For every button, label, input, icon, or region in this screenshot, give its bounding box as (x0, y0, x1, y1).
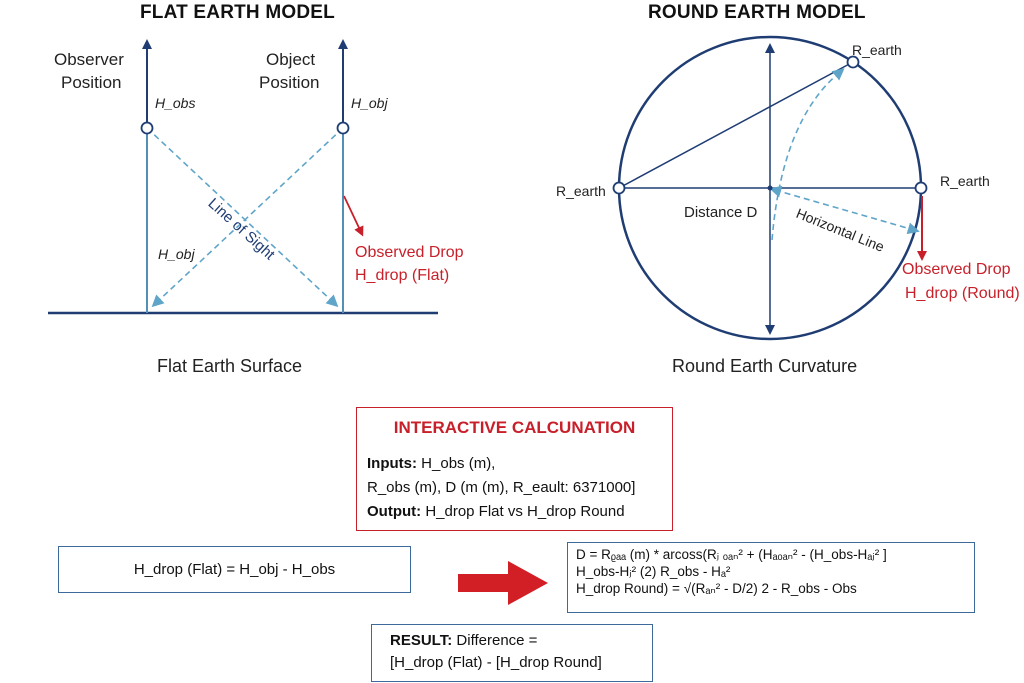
flat-drop-label-2: H_drop (Flat) (355, 267, 450, 284)
horizontal-line-arrow (769, 185, 920, 235)
left-point (612, 181, 626, 195)
h-obj-bottom-label: H_obj (158, 246, 195, 262)
top-point (846, 55, 860, 69)
curved-sight-arrow (771, 68, 845, 241)
round-formula-line-3: H_drop Round) = √(Rₐₙ² - D/2) 2 - R_obs … (576, 581, 857, 596)
flat-model-title: FLAT EARTH MODEL (140, 2, 335, 23)
calculation-title: INTERACTIVE CALCUNATION (393, 418, 636, 437)
output-line: Output: H_drop Flat vs H_drop Round (367, 500, 662, 524)
right-point (914, 181, 928, 195)
object-label-2: Position (259, 73, 320, 92)
round-drop-label-2: H_drop (Round) (905, 285, 1020, 302)
round-formula-box: D = Rᵨₐₐ (m) * arcoss(Rⱼ ₒₐₙ² + (Hₐₒₐₙ² … (567, 542, 975, 613)
sight-line-up (151, 127, 344, 308)
flat-surface-label: Flat Earth Surface (157, 356, 303, 376)
big-red-arrow (458, 561, 548, 605)
round-formula-line-1: D = Rᵨₐₐ (m) * arcoss(Rⱼ ₒₐₙ² + (Hₐₒₐₙ² … (576, 547, 887, 562)
radius-line (618, 61, 854, 189)
observer-label-1: Observer (54, 50, 124, 69)
round-formula-line-2: H_obs-Hⱼ² (2) R_obs - Hₐ² (576, 564, 731, 579)
flat-drop-label-1: Observed Drop (355, 244, 464, 261)
inputs-text-1: H_obs (m), (421, 455, 496, 472)
center-point (767, 185, 773, 191)
h-obj-top-label: H_obj (351, 95, 388, 111)
flat-drop-arrow (343, 195, 364, 237)
round-model-title: ROUND EARTH MODEL (648, 2, 866, 23)
r-earth-left-label: R_earth (556, 183, 606, 199)
flat-formula-box: H_drop (Flat) = H_obj - H_obs (58, 546, 411, 593)
result-line-1: RESULT: Difference = (390, 630, 634, 652)
distance-label: Distance D (684, 204, 758, 221)
round-curvature-label: Round Earth Curvature (672, 356, 858, 376)
sight-line-down (146, 127, 339, 308)
object-point (336, 121, 350, 135)
result-text-1: Difference = (456, 632, 538, 649)
r-earth-right-label: R_earth (940, 173, 990, 189)
inputs-line-1: Inputs: H_obs (m), (367, 452, 662, 476)
result-line-2: [H_drop (Flat) - [H_drop Round] (390, 654, 602, 671)
calculation-box: INTERACTIVE CALCUNATION Inputs: H_obs (m… (356, 407, 673, 531)
round-drop-label-1: Observed Drop (902, 261, 1011, 278)
h-obs-label: H_obs (155, 95, 196, 111)
result-box: RESULT: Difference = [H_drop (Flat) - [H… (371, 624, 653, 682)
output-text: H_drop Flat vs H_drop Round (425, 503, 625, 520)
observer-label-2: Position (61, 73, 122, 92)
object-label-1: Object (266, 50, 316, 69)
observer-point (140, 121, 154, 135)
inputs-label: Inputs: (367, 455, 417, 472)
result-label: RESULT: (390, 632, 453, 649)
r-earth-top-label: R_earth (852, 42, 902, 58)
output-label: Output: (367, 503, 422, 520)
inputs-line-2: R_obs (m), D (m (m), R_eault: 6371000] (367, 479, 636, 496)
